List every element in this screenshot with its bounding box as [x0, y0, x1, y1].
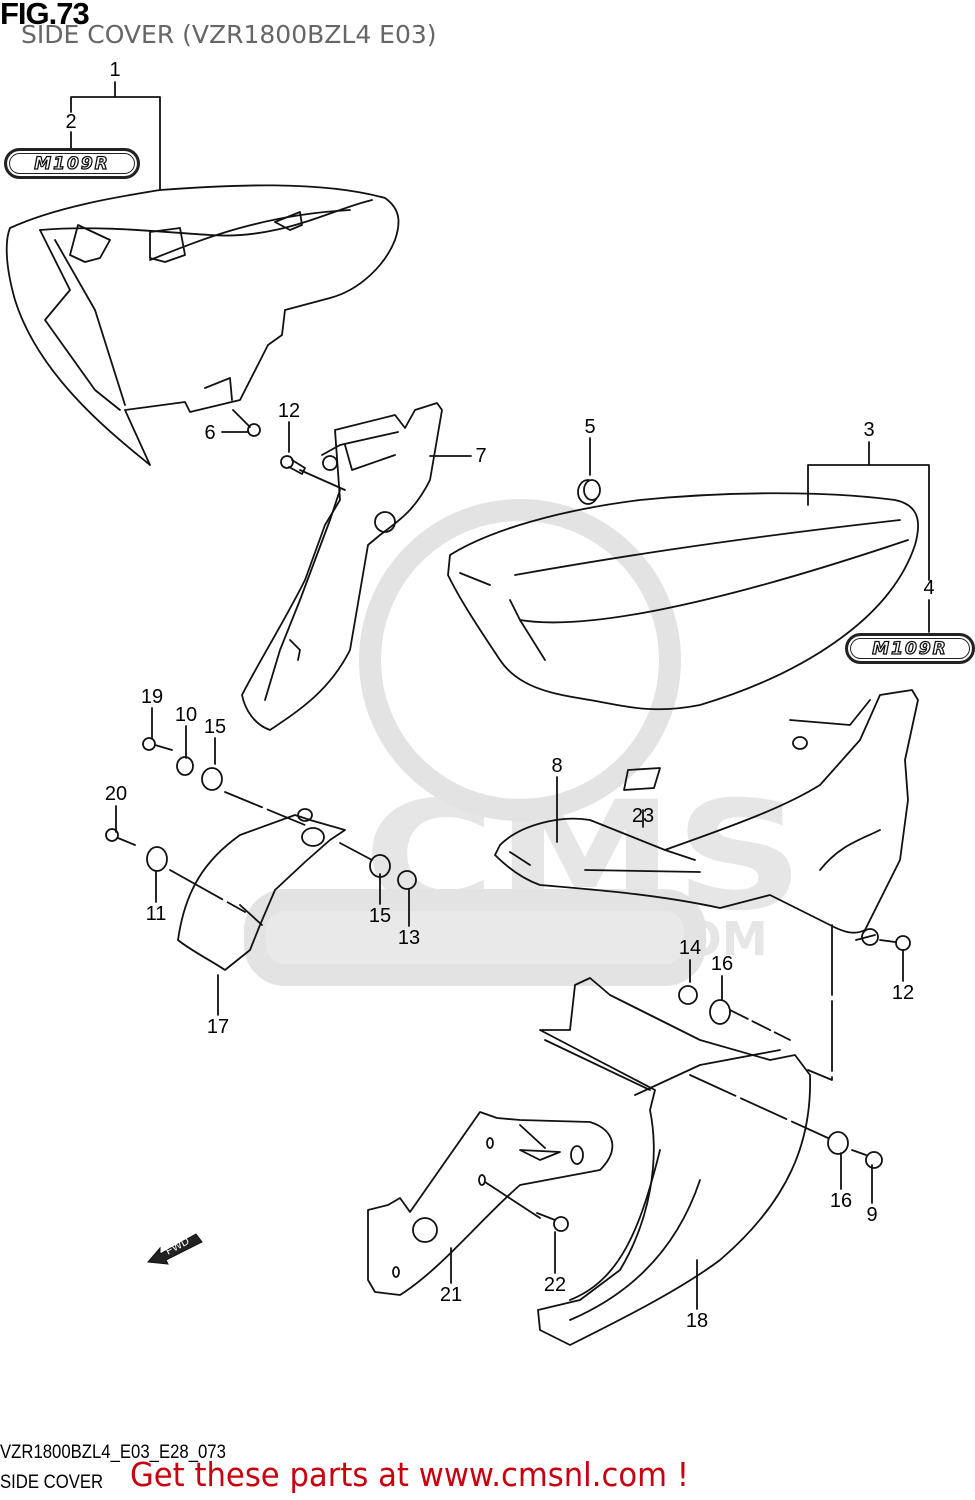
- callout-part-23[interactable]: 23: [631, 805, 655, 827]
- promo-link[interactable]: Get these parts at www.cmsnl.com !: [130, 1455, 690, 1494]
- emblem-part-2: M109R: [4, 148, 140, 179]
- callout-part-10[interactable]: 10: [174, 704, 198, 726]
- callout-part-20[interactable]: 20: [104, 783, 128, 805]
- emblem-part-4: M109R: [845, 633, 975, 664]
- forward-direction-arrow-icon: FWD: [146, 1233, 203, 1265]
- callout-part-9[interactable]: 9: [866, 1204, 878, 1226]
- callout-part-4[interactable]: 4: [923, 577, 935, 599]
- callout-part-12[interactable]: 12: [891, 982, 915, 1004]
- leader-lines: [70, 81, 930, 1310]
- callout-part-8[interactable]: 8: [551, 755, 563, 777]
- callout-part-1[interactable]: 1: [109, 59, 121, 81]
- small-hardware: [105, 737, 911, 1169]
- part-1-seat-cowl: [5, 184, 400, 466]
- part-21-bracket: [367, 1111, 614, 1296]
- callout-part-19[interactable]: 19: [140, 686, 164, 708]
- callout-part-17[interactable]: 17: [206, 1016, 230, 1038]
- callout-part-16[interactable]: 16: [710, 953, 734, 975]
- section-name: SIDE COVER: [0, 1472, 104, 1493]
- part-12-bolt-upper: [280, 455, 306, 475]
- diagram-subtitle: SIDE COVER (VZR1800BZL4 E03): [21, 20, 437, 49]
- callout-part-14[interactable]: 14: [678, 937, 702, 959]
- part-6-screw: [232, 409, 261, 437]
- part-8-side-cover: [494, 689, 919, 934]
- callout-part-13[interactable]: 13: [397, 927, 421, 949]
- figure-number: FIG.73: [0, 0, 90, 31]
- callout-part-3[interactable]: 3: [863, 419, 875, 441]
- part-22-bolt: [536, 1212, 569, 1232]
- diagram-code: VZR1800BZL4_E03_E28_073: [0, 1442, 226, 1463]
- callout-part-15[interactable]: 15: [203, 716, 227, 738]
- callout-part-12[interactable]: 12: [277, 400, 301, 422]
- callout-part-5[interactable]: 5: [584, 416, 596, 438]
- part-17-small-cover: [177, 808, 346, 971]
- callout-part-2[interactable]: 2: [65, 111, 77, 133]
- callout-part-18[interactable]: 18: [685, 1310, 709, 1332]
- callout-part-22[interactable]: 22: [543, 1274, 567, 1296]
- part-7-bracket: [241, 402, 443, 731]
- callout-part-7[interactable]: 7: [475, 445, 487, 467]
- part-3-frame-cover: [447, 492, 919, 711]
- callout-part-11[interactable]: 11: [145, 903, 167, 925]
- callout-part-15[interactable]: 15: [368, 905, 392, 927]
- part-18-lower-cover: [537, 977, 811, 1346]
- part-5-grommet: [577, 479, 601, 505]
- callout-part-6[interactable]: 6: [204, 422, 216, 444]
- part-23-pad: [623, 767, 661, 791]
- callout-part-21[interactable]: 21: [439, 1284, 463, 1306]
- callout-part-16[interactable]: 16: [829, 1190, 853, 1212]
